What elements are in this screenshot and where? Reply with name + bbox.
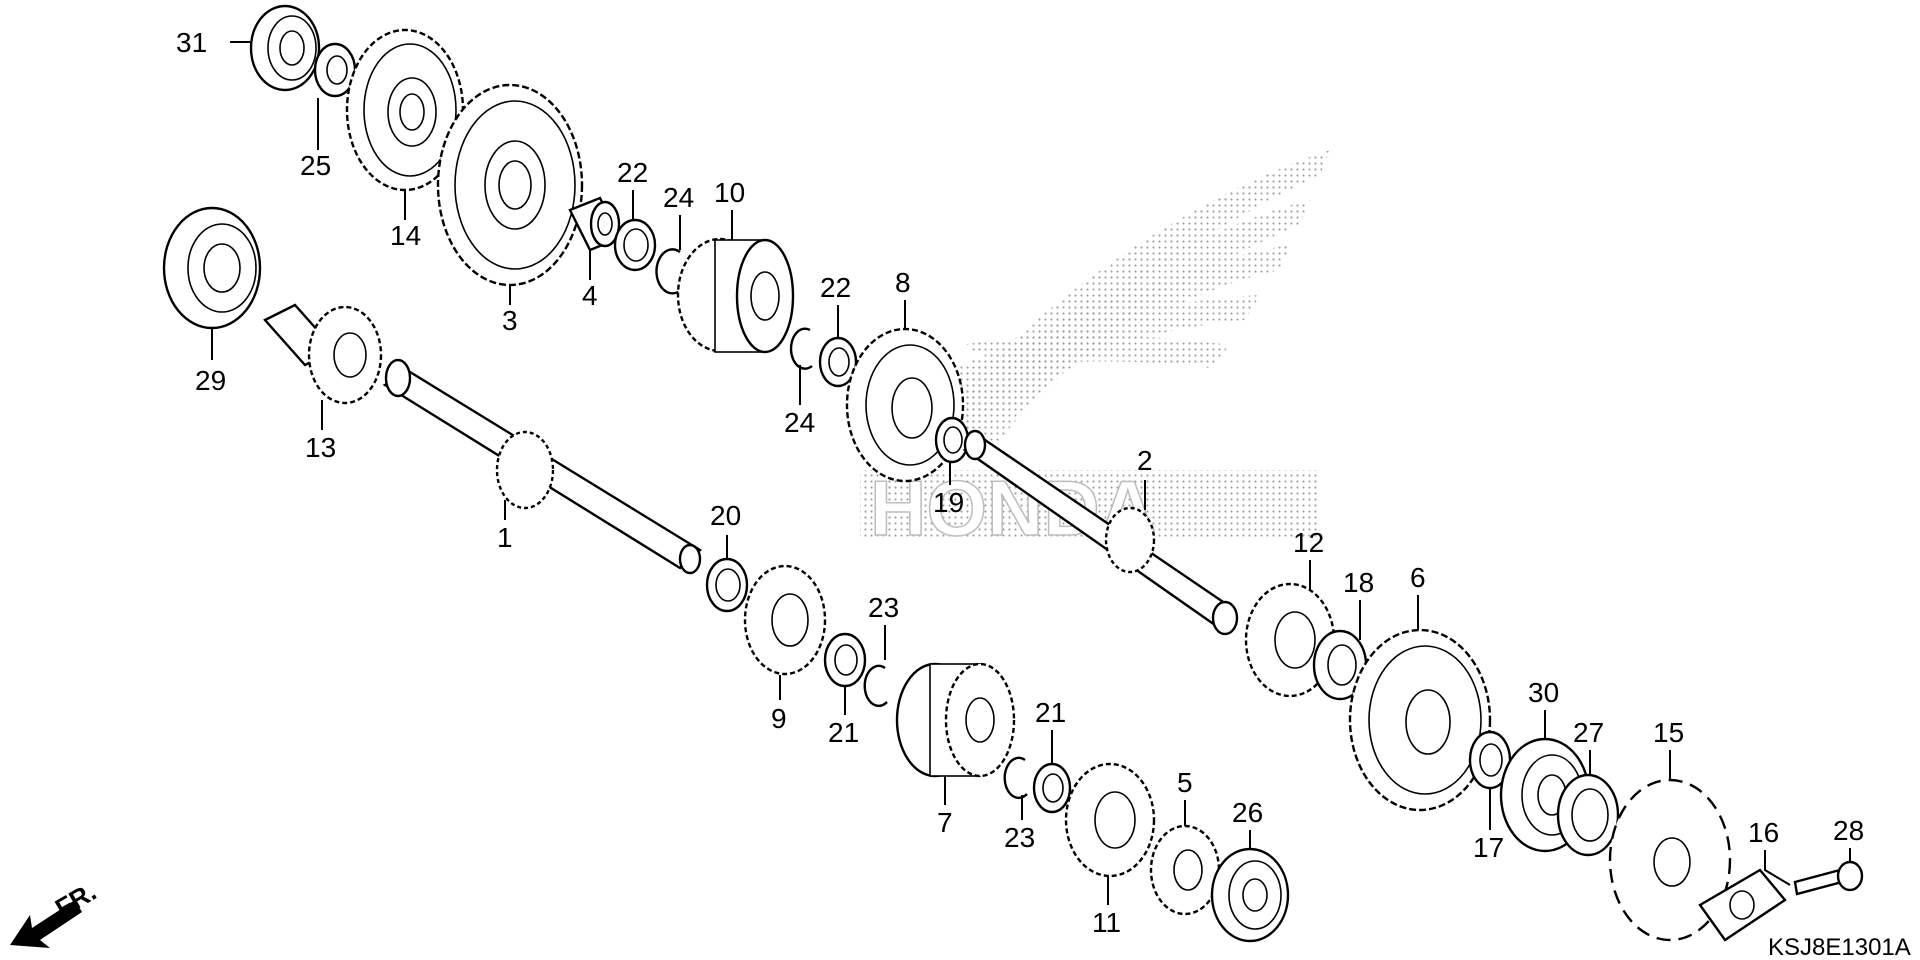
drawing-code: KSJ8E1301A xyxy=(1768,934,1911,960)
callout-25: 25 xyxy=(300,150,331,181)
part-fixing-plate-16 xyxy=(1698,868,1787,942)
part-bolt-28 xyxy=(1793,860,1864,896)
callout-26: 26 xyxy=(1232,797,1263,828)
callout-7: 7 xyxy=(937,807,953,838)
callout-22a: 22 xyxy=(617,157,648,188)
callout-18: 18 xyxy=(1343,567,1374,598)
callout-5: 5 xyxy=(1177,767,1193,798)
callout-31: 31 xyxy=(176,27,207,58)
callout-6: 6 xyxy=(1410,562,1426,593)
part-gear-12 xyxy=(1244,582,1336,698)
part-circlip-24a xyxy=(655,248,684,295)
callout-24a: 24 xyxy=(663,182,694,213)
part-gear-6 xyxy=(1348,628,1492,812)
callout-12: 12 xyxy=(1293,527,1324,558)
callout-3: 3 xyxy=(502,305,518,336)
part-countershaft-2 xyxy=(962,429,1239,636)
part-washer-21b xyxy=(1032,762,1072,814)
callout-2: 2 xyxy=(1137,445,1153,476)
part-circlip-23b xyxy=(1003,756,1028,800)
part-gear-9 xyxy=(743,564,827,676)
callout-8: 8 xyxy=(895,267,911,298)
part-gear-7 xyxy=(895,662,1016,778)
callout-13: 13 xyxy=(305,432,336,463)
front-direction-indicator: FR. xyxy=(10,876,101,948)
part-circlip-23a xyxy=(863,664,888,708)
callout-24b: 24 xyxy=(784,407,815,438)
callout-21a: 21 xyxy=(828,717,859,748)
part-sprocket-15 xyxy=(1608,778,1732,942)
callout-23b: 23 xyxy=(1004,822,1035,853)
callout-4: 4 xyxy=(582,280,598,311)
part-mainshaft-1 xyxy=(382,358,702,575)
callout-10: 10 xyxy=(714,177,745,208)
part-bushing-4 xyxy=(568,196,622,252)
part-washer-17 xyxy=(1468,730,1512,790)
callout-9: 9 xyxy=(771,703,787,734)
callout-20: 20 xyxy=(710,500,741,531)
part-gear-5 xyxy=(1149,824,1221,916)
callout-28: 28 xyxy=(1833,815,1864,846)
part-bearing-31 xyxy=(249,4,321,92)
callout-19: 19 xyxy=(933,487,964,518)
part-number-labels: 31 25 14 3 4 22 24 10 24 22 8 19 2 29 13… xyxy=(176,27,1864,938)
callout-14: 14 xyxy=(390,220,421,251)
part-circlip-24b xyxy=(789,327,813,370)
callout-27: 27 xyxy=(1573,717,1604,748)
part-oil-seal-27 xyxy=(1556,773,1620,857)
callout-15: 15 xyxy=(1653,717,1684,748)
part-collar-19 xyxy=(934,416,970,464)
part-washer-21a xyxy=(823,632,867,688)
callout-29: 29 xyxy=(195,365,226,396)
part-gear-13 xyxy=(263,303,383,405)
leader-lines xyxy=(211,41,1851,905)
callout-30: 30 xyxy=(1528,677,1559,708)
part-washer-22a xyxy=(613,218,657,272)
part-gear-11 xyxy=(1064,762,1156,878)
callout-21b: 21 xyxy=(1035,697,1066,728)
part-gear-3 xyxy=(436,83,584,287)
part-gear-14 xyxy=(345,28,465,192)
part-washer-25 xyxy=(313,42,357,98)
callout-11: 11 xyxy=(1092,907,1121,938)
part-washer-22b xyxy=(818,336,858,388)
part-gear-10 xyxy=(676,237,795,354)
part-washer-18 xyxy=(1312,629,1368,701)
callout-22b: 22 xyxy=(820,272,851,303)
part-bearing-26 xyxy=(1210,847,1290,943)
part-washer-20 xyxy=(705,557,749,613)
callout-1: 1 xyxy=(497,522,513,553)
callout-17: 17 xyxy=(1473,832,1504,863)
front-arrow-icon xyxy=(10,900,82,948)
part-bearing-29 xyxy=(162,206,262,330)
callout-23a: 23 xyxy=(868,592,899,623)
part-gear-8 xyxy=(845,327,965,483)
callout-16: 16 xyxy=(1748,817,1779,848)
